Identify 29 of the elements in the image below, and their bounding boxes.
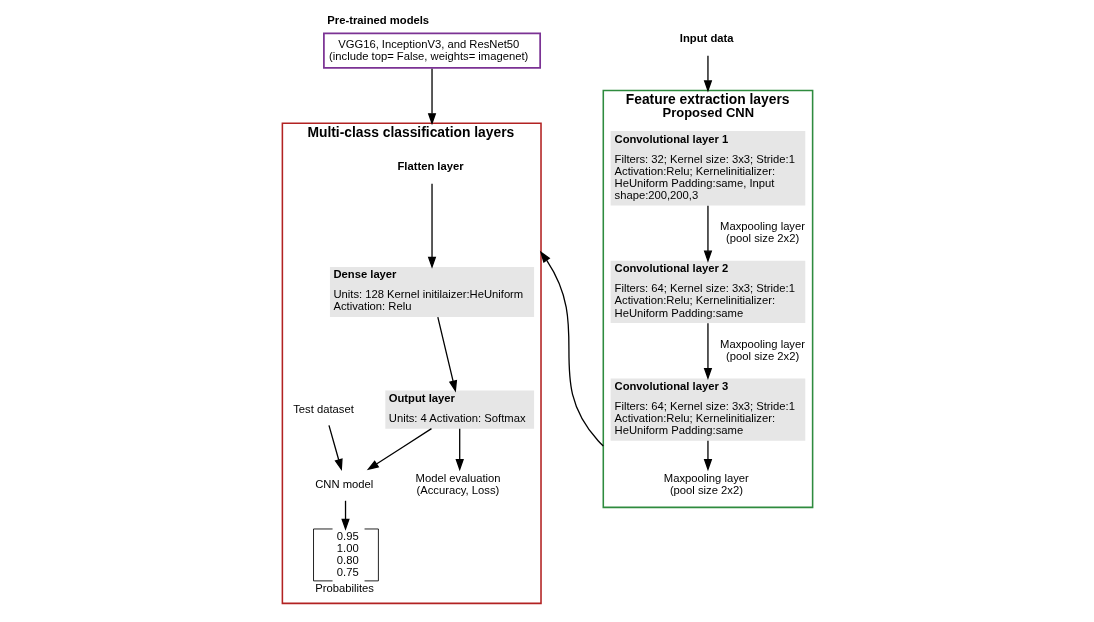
arrow (340, 500, 350, 531)
node-box: Dense layer Units: 128 Kernel initilaizer:HeUniform Activation: Relu (329, 266, 534, 318)
node-box: VGG16, InceptionV3, and ResNet50 (include top= False, weights= imagenet) (322, 32, 541, 69)
node-label: Proposed CNN (662, 105, 754, 121)
arrow (703, 322, 712, 381)
edge-label: Maxpooling layer (pool size 2x2) (719, 220, 805, 245)
arrow (703, 205, 712, 263)
node-text: Input data (679, 32, 734, 45)
node-text: Test dataset (292, 402, 354, 415)
arrow (436, 316, 457, 393)
node-label: Pre-trained models (326, 14, 429, 27)
arrow (454, 428, 464, 472)
arrow (703, 440, 712, 472)
node-box: Convolutional layer 2 Filters: 64; Kernel size: 3x3; Stride:1 Activation:Relu; Kernelinitializer: HeUniform Padding:same (610, 260, 805, 324)
node-text: CNN model (314, 477, 373, 490)
arrow (703, 55, 712, 93)
arrow (366, 428, 432, 471)
node-text: Model evaluation (Accuracy, Loss) (415, 471, 501, 496)
node-text: Maxpooling layer (pool size 2x2) (663, 471, 749, 496)
arrow (539, 250, 604, 447)
node-box: Convolutional layer 1 Filters: 32; Kernel size: 3x3; Stride:1 Activation:Relu; Kernelinitializer: HeUniform Padding:same, Input shape:200,200,3 (610, 131, 805, 206)
node-box: Output layer Units: 4 Activation: Softmax (384, 390, 534, 429)
edge-label: Maxpooling layer (pool size 2x2) (719, 337, 805, 362)
node-text: 0.95 1.00 0.80 0.75 Probabilites (314, 529, 374, 594)
arrow (327, 424, 343, 472)
node-box: Convolutional layer 3 Filters: 64; Kernel size: 3x3; Stride:1 Activation:Relu; Kernelinitializer: HeUniform Padding:same (610, 378, 805, 441)
node-text: Flatten layer (396, 160, 464, 173)
arrow (427, 183, 436, 269)
arrow (427, 68, 436, 126)
